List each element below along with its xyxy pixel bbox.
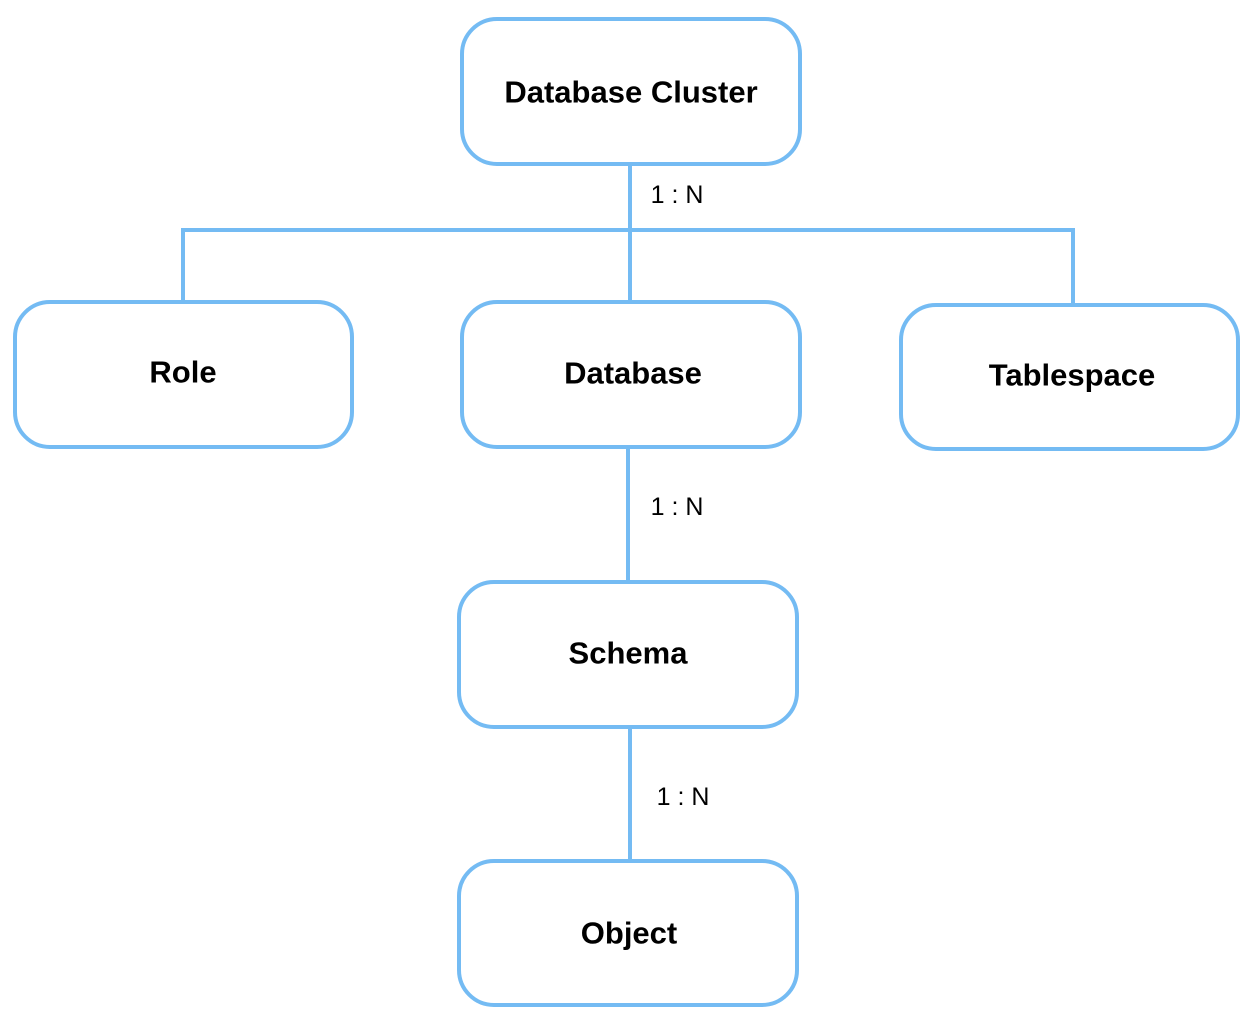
node-schema: Schema [457,580,799,729]
node-database: Database [460,300,802,449]
node-box [460,300,802,449]
node-label: Database Cluster [504,75,757,110]
node-label: Role [149,355,216,390]
node-label: Schema [569,636,689,671]
node-box [460,17,802,166]
node-tablespace: Tablespace [899,303,1240,451]
node-label: Tablespace [989,358,1156,393]
node-label: Object [581,916,677,951]
node-database-cluster: Database Cluster [460,17,802,166]
node-label: Database [564,356,702,391]
node-box [899,303,1240,451]
node-role: Role [13,300,354,449]
relation-label-schema-object: 1 : N [657,783,710,811]
node-box [457,580,799,729]
node-box [13,300,354,449]
connectors [181,164,1075,860]
relation-label-cluster: 1 : N [651,181,704,209]
node-object: Object [457,859,799,1007]
node-box [457,859,799,1007]
relation-label-database-schema: 1 : N [651,493,704,521]
